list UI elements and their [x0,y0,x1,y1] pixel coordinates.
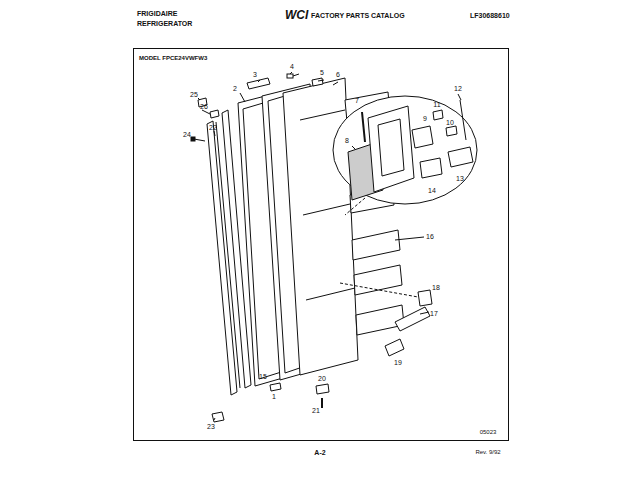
product-text: REFRIGERATOR [137,20,192,27]
detail-inset [333,96,477,204]
callout-number: 21 [312,407,320,414]
catalog-title: FACTORY PARTS CATALOG [311,12,405,19]
revision-date: Rev. 9/92 [475,449,500,455]
callout-number: 24 [183,131,191,138]
callout-number: 7 [355,97,359,104]
callout-number: 10 [446,119,454,126]
callout-number: 19 [394,359,402,366]
model-text: MODEL FPCE24VWFW3 [139,55,207,61]
page-number: A-2 [314,449,325,456]
callout-number: 6 [336,71,340,78]
callout-number: 18 [432,284,440,291]
callout-number: 2 [233,85,237,92]
callout-number: 5 [320,69,324,76]
brand-text: FRIGIDAIRE [137,10,177,17]
callout-number: 3 [253,71,257,78]
callout-number: 13 [456,175,464,182]
handle-cap [247,78,270,89]
callout-number: 23 [207,423,215,430]
callout-number: 8 [345,137,349,144]
callout-number: 20 [318,375,326,382]
logo-text: WCI [285,9,308,21]
callout-number: 9 [423,115,427,122]
callout-number: 25 [190,91,198,98]
callout-number: 4 [290,63,294,70]
callout-number: 14 [428,187,436,194]
callout-number: 1 [272,393,276,400]
callout-number: 26 [200,103,208,110]
callout-number: 16 [426,233,434,240]
figure-code: 05023 [480,429,497,435]
callout-number: 22 [209,124,217,131]
callout-number: 15 [259,373,267,380]
callout-number: 11 [433,101,440,108]
callout-number: 17 [430,310,438,317]
catalog-number: LF30688610 [470,12,510,19]
callout-number: 12 [454,85,462,92]
page-frame [134,49,509,441]
